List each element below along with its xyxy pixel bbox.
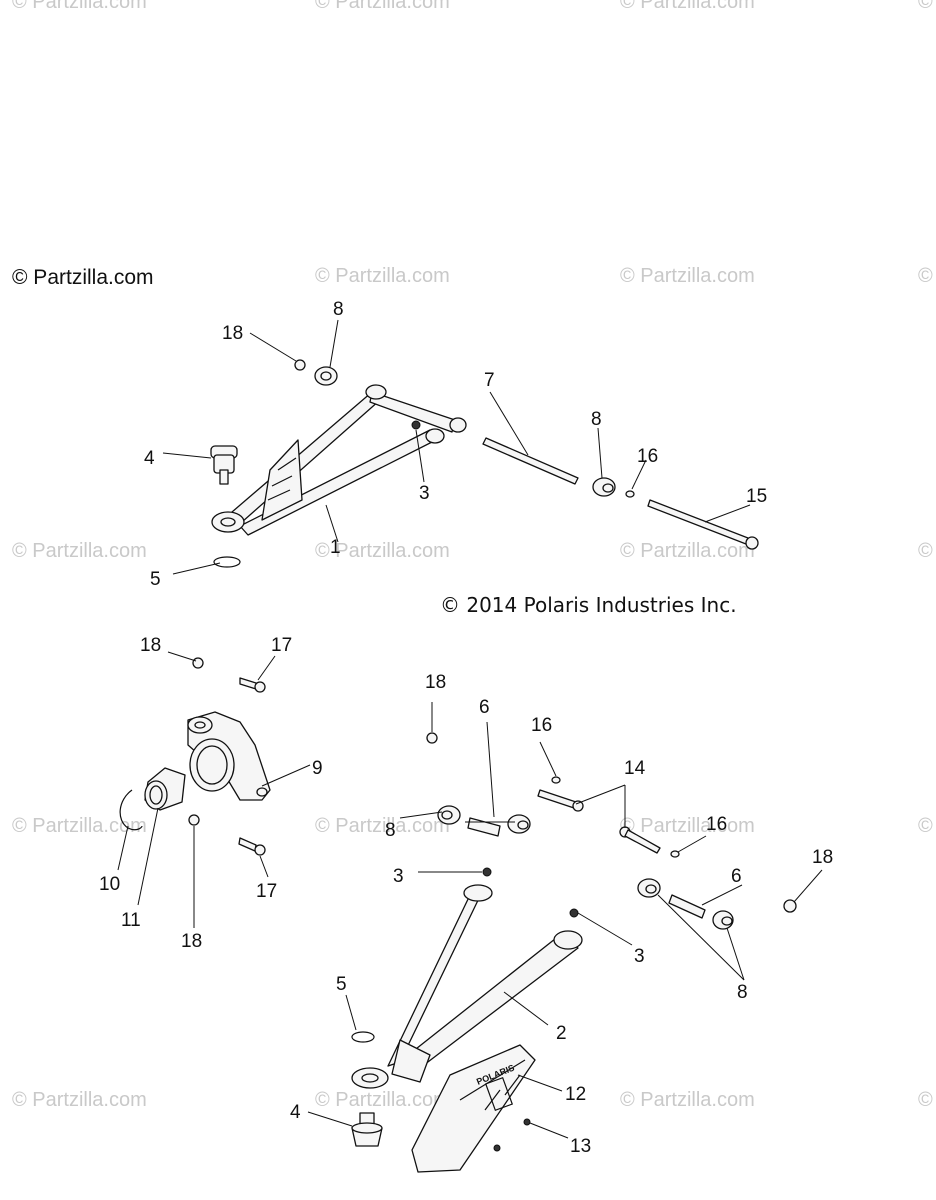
- callout-18: 18: [140, 635, 161, 656]
- callout-numbers: 18 8 7 8 16 15 4 3 1 5 18 17 9 18 6 16 1…: [99, 299, 833, 1157]
- bushing-8-lower-right2[interactable]: [712, 910, 734, 930]
- retaining-ring-lower[interactable]: [351, 1031, 375, 1043]
- pivot-tube-6-right[interactable]: [668, 894, 706, 919]
- watermark: © Partzilla.com: [12, 815, 147, 837]
- callout-4: 4: [144, 448, 155, 469]
- spindle-9[interactable]: [187, 711, 271, 801]
- bushing-8-lower-right[interactable]: [637, 878, 661, 898]
- lower-a-arm[interactable]: [351, 884, 583, 1089]
- ball-joint-lower[interactable]: [351, 1112, 383, 1147]
- callout-13: 13: [570, 1136, 591, 1157]
- bolt-17-upper[interactable]: [239, 677, 266, 693]
- callout-3: 3: [634, 946, 645, 967]
- bolt-14-upper[interactable]: [537, 789, 584, 812]
- callout-16: 16: [531, 715, 552, 736]
- washer-16-upper[interactable]: [625, 490, 635, 498]
- watermark: © Partzilla.com: [918, 265, 936, 287]
- callout-18: 18: [425, 672, 446, 693]
- a-arm-guard-12[interactable]: POLARIS: [411, 1044, 536, 1173]
- bushing-8-lower-left2[interactable]: [507, 814, 531, 834]
- callout-5: 5: [336, 974, 347, 995]
- callout-10: 10: [99, 874, 120, 895]
- callout-14: 14: [624, 758, 646, 779]
- watermark: © Partzilla.com: [315, 265, 450, 287]
- washer-16-right[interactable]: [670, 850, 680, 858]
- bushing-8-lower-left[interactable]: [437, 805, 461, 825]
- upper-a-arm[interactable]: [211, 384, 467, 536]
- bolt-15[interactable]: [647, 499, 759, 550]
- bushing-8-upper-right[interactable]: [592, 477, 616, 497]
- callout-7: 7: [484, 370, 495, 391]
- washer-16-center[interactable]: [551, 776, 561, 784]
- callout-18: 18: [181, 931, 202, 952]
- watermark: © Partzilla.com: [620, 265, 755, 287]
- watermark: © Partzilla.com: [918, 815, 936, 837]
- ball-joint-upper[interactable]: [210, 445, 238, 485]
- callout-5: 5: [150, 569, 161, 590]
- callout-8: 8: [333, 299, 344, 320]
- grease-fitting-3-upper[interactable]: [411, 420, 421, 430]
- callout-18: 18: [812, 847, 833, 868]
- nut-18-center[interactable]: [426, 732, 438, 744]
- retaining-ring-upper[interactable]: [213, 556, 241, 568]
- bolt-14-lower[interactable]: [619, 826, 661, 854]
- bearing-11[interactable]: [144, 767, 186, 811]
- watermark: © Partzilla.com: [12, 1089, 147, 1111]
- callout-15: 15: [746, 486, 767, 507]
- callout-1: 1: [330, 537, 341, 558]
- nut-18-left-top[interactable]: [192, 657, 204, 669]
- callout-8: 8: [385, 820, 396, 841]
- leader-lines: [117, 319, 823, 1139]
- copyright-notice: © 2014 Polaris Industries Inc.: [440, 593, 737, 617]
- callout-17: 17: [271, 635, 292, 656]
- watermark: © Partzilla.com: [315, 540, 450, 562]
- pivot-tube-6-left[interactable]: [467, 817, 501, 837]
- callout-6: 6: [731, 866, 742, 887]
- callout-17: 17: [256, 881, 277, 902]
- callout-9: 9: [312, 758, 323, 779]
- watermark: © Partzilla.com: [315, 1089, 450, 1111]
- watermark: © Partzilla.com: [620, 0, 755, 13]
- watermarks: © Partzilla.com © Partzilla.com © Partzi…: [12, 0, 936, 1111]
- callout-6: 6: [479, 697, 490, 718]
- callout-18: 18: [222, 323, 243, 344]
- watermark: © Partzilla.com: [315, 0, 450, 13]
- watermark: © Partzilla.com: [918, 1089, 936, 1111]
- callout-2: 2: [556, 1023, 567, 1044]
- watermark: © Partzilla.com: [620, 540, 755, 562]
- nut-18-left-mid[interactable]: [188, 814, 200, 826]
- watermark: © Partzilla.com: [12, 540, 147, 562]
- watermark: © Partzilla.com: [315, 815, 450, 837]
- grease-fitting-3-lower-b[interactable]: [569, 908, 579, 918]
- callout-11: 11: [121, 910, 141, 931]
- watermark: © Partzilla.com: [620, 815, 755, 837]
- callout-16: 16: [706, 814, 727, 835]
- callout-4: 4: [290, 1102, 301, 1123]
- callout-3: 3: [393, 866, 404, 887]
- callout-16: 16: [637, 446, 658, 467]
- screw-13-b[interactable]: [493, 1144, 501, 1152]
- watermark: © Partzilla.com: [918, 0, 936, 13]
- callout-8: 8: [737, 982, 748, 1003]
- watermark: © Partzilla.com: [620, 1089, 755, 1111]
- callout-8: 8: [591, 409, 602, 430]
- grease-fitting-3-lower-a[interactable]: [482, 867, 492, 877]
- watermark: © Partzilla.com: [12, 0, 147, 13]
- screw-13-a[interactable]: [523, 1118, 531, 1126]
- watermark-main: © Partzilla.com: [12, 266, 154, 289]
- bolt-17-lower[interactable]: [238, 837, 266, 856]
- watermark: © Partzilla.com: [918, 540, 936, 562]
- pivot-tube-7[interactable]: [482, 437, 579, 485]
- nut-18-upper[interactable]: [294, 359, 306, 371]
- bushing-8-upper-top[interactable]: [314, 366, 338, 386]
- nut-18-right[interactable]: [783, 899, 797, 913]
- callout-3: 3: [419, 483, 430, 504]
- callout-12: 12: [565, 1084, 586, 1105]
